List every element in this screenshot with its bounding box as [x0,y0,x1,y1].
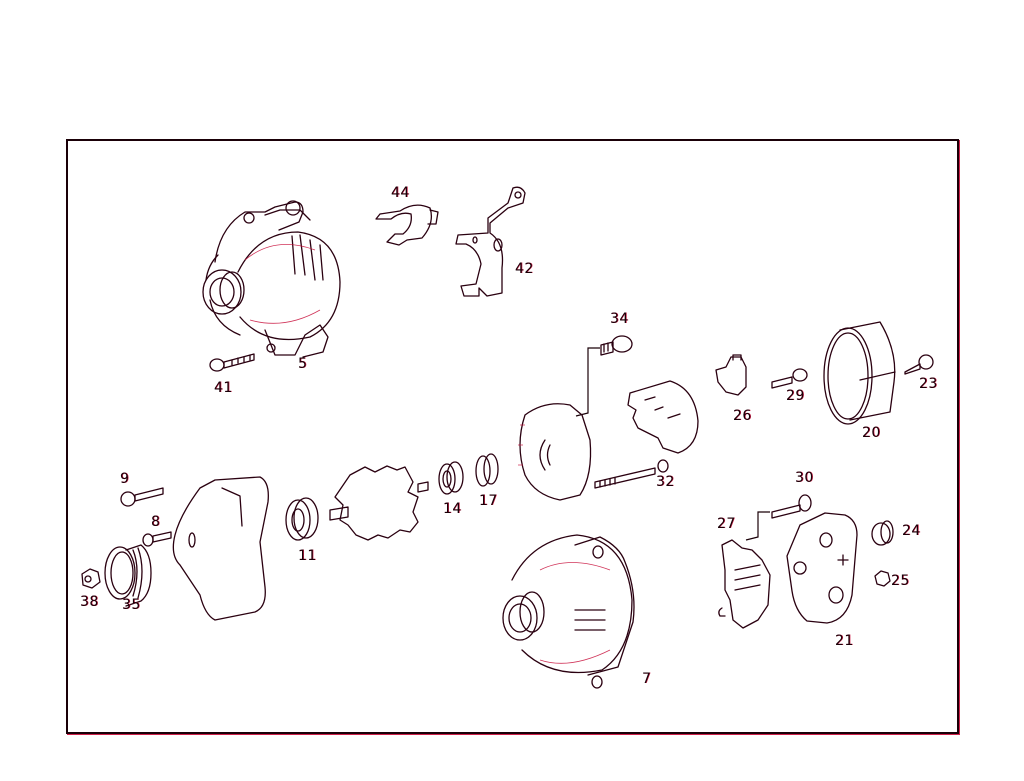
callout-26[interactable]: 26 [733,408,752,424]
rear-cover-drawing[interactable] [627,380,699,454]
callout-35[interactable]: 35 [122,597,141,613]
belt-pulley-35-drawing[interactable] [104,544,152,607]
voltage-regulator-27-drawing[interactable] [718,539,771,629]
ball-bearing-14-drawing[interactable] [438,461,464,495]
protective-cap-20-drawing[interactable] [823,321,896,425]
end-shield-drawing[interactable] [518,403,592,501]
callout-44[interactable]: 44 [391,185,410,201]
callout-29[interactable]: 29 [786,388,805,404]
screw-29-drawing[interactable] [771,368,808,389]
callout-27[interactable]: 27 [717,516,736,532]
callout-25[interactable]: 25 [891,573,910,589]
callout-34[interactable]: 34 [610,311,629,327]
alternator-complete-drawing[interactable] [202,200,341,358]
callout-8[interactable]: 8 [151,514,161,530]
callout-41[interactable]: 41 [214,380,233,396]
callout-20[interactable]: 20 [862,425,881,441]
screw-30-drawing[interactable] [771,494,812,519]
self-tapping-screw-23-drawing[interactable] [904,354,934,375]
brush-holder-26-drawing[interactable] [715,354,747,396]
alternator-housing-7-drawing[interactable] [502,534,635,689]
callout-9[interactable]: 9 [120,471,130,487]
screw-9-drawing[interactable] [120,487,164,507]
through-bolt-32-drawing[interactable] [594,459,669,489]
cable-clip-44-drawing[interactable] [375,204,439,246]
callout-23[interactable]: 23 [919,376,938,392]
callout-21[interactable]: 21 [835,633,854,649]
cap-24-drawing[interactable] [871,520,894,546]
screw-8-drawing[interactable] [142,531,172,547]
terminal-stud-34-drawing[interactable] [600,335,633,356]
rotor-drawing[interactable] [329,465,429,541]
nut-38-drawing[interactable] [81,568,101,589]
nut-25-drawing[interactable] [874,570,891,587]
ring-17-drawing[interactable] [475,453,499,487]
callout-24[interactable]: 24 [902,523,921,539]
callout-14[interactable]: 14 [443,501,462,517]
callout-42[interactable]: 42 [515,261,534,277]
callout-38[interactable]: 38 [80,594,99,610]
callout-7[interactable]: 7 [642,671,652,687]
callout-11[interactable]: 11 [298,548,317,564]
ball-bearing-11-drawing[interactable] [285,497,319,541]
drive-end-housing-drawing[interactable] [172,476,269,621]
callout-30[interactable]: 30 [795,470,814,486]
callout-32[interactable]: 32 [656,474,675,490]
callout-17[interactable]: 17 [479,493,498,509]
bracket-42-drawing[interactable] [455,186,526,297]
callout-5[interactable]: 5 [298,356,308,372]
diagram-frame [66,139,959,734]
mounting-bolt-41-drawing[interactable] [209,353,255,372]
rectifier-21-drawing[interactable] [786,512,858,624]
